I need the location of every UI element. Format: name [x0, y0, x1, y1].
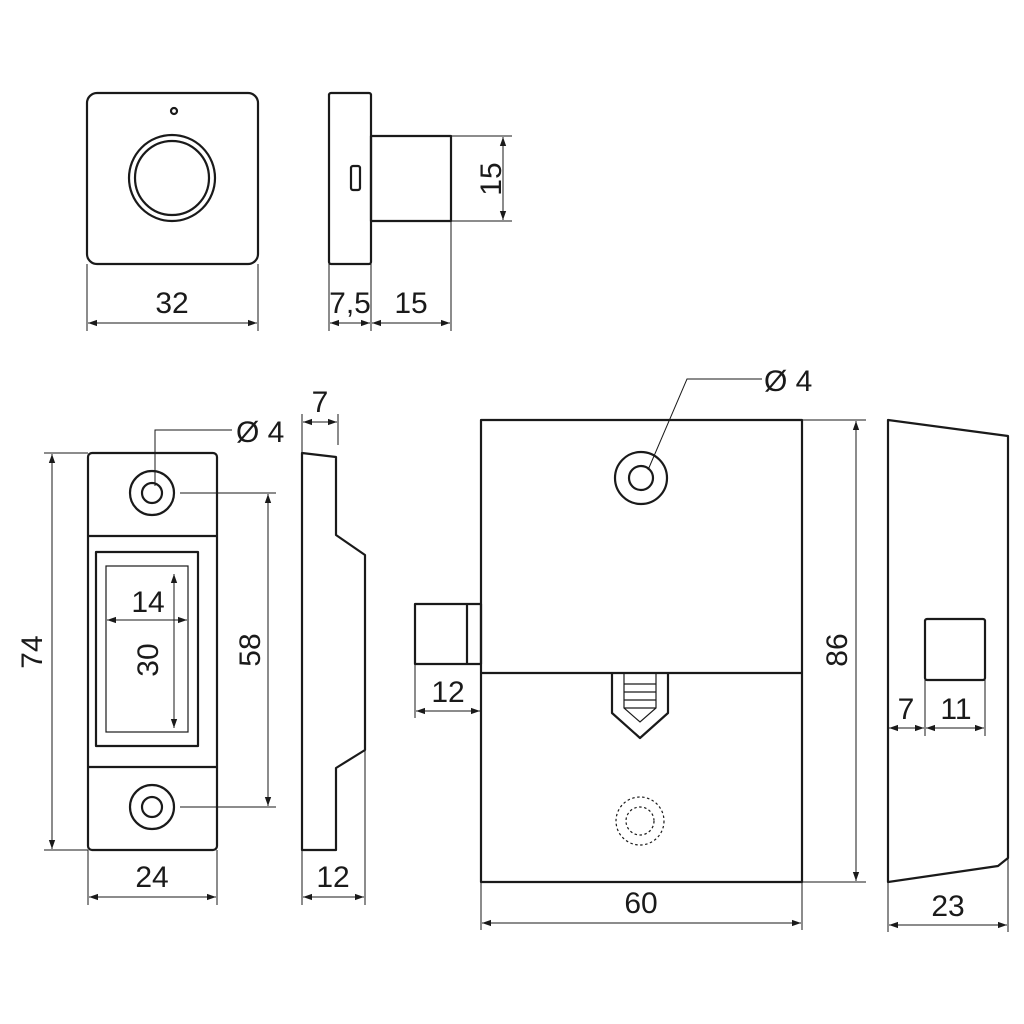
strike-plate-front-view: Ø 4 74 58 30 14 24: [16, 416, 284, 905]
lock-depth-label: 23: [931, 890, 964, 923]
knob-front-view: 32: [85, 91, 260, 331]
strike-plate-side-view: 7 12: [300, 386, 367, 905]
slot-width-label: 14: [131, 586, 164, 619]
lock-width-label: 60: [624, 887, 657, 920]
bolt-projection-label: 12: [431, 676, 464, 709]
strike-hole-diameter-label: Ø 4: [236, 416, 284, 449]
shaft-height-label: 15: [475, 162, 508, 195]
strike-height-label: 74: [16, 635, 49, 668]
flange-thickness-label: 7,5: [329, 287, 371, 320]
lock-side-offset-label: 7: [898, 693, 915, 726]
shaft-length-label: 15: [394, 287, 427, 320]
lock-side-window-label: 11: [940, 693, 971, 726]
hole-pitch-label: 58: [234, 633, 267, 666]
lock-body-front-view: Ø 4 86 60 12: [413, 365, 866, 930]
strike-width-label: 24: [135, 861, 168, 894]
lock-height-label: 86: [821, 633, 854, 666]
slot-height-label: 30: [132, 643, 165, 676]
knob-side-view: 15 7,5 15: [327, 91, 512, 331]
knob-width-label: 32: [155, 287, 188, 320]
strike-step-label: 7: [312, 386, 329, 419]
lock-hole-diameter-label: Ø 4: [764, 365, 812, 398]
lock-body-side-view: 7 11 23: [886, 418, 1010, 932]
strike-depth-label: 12: [316, 861, 349, 894]
